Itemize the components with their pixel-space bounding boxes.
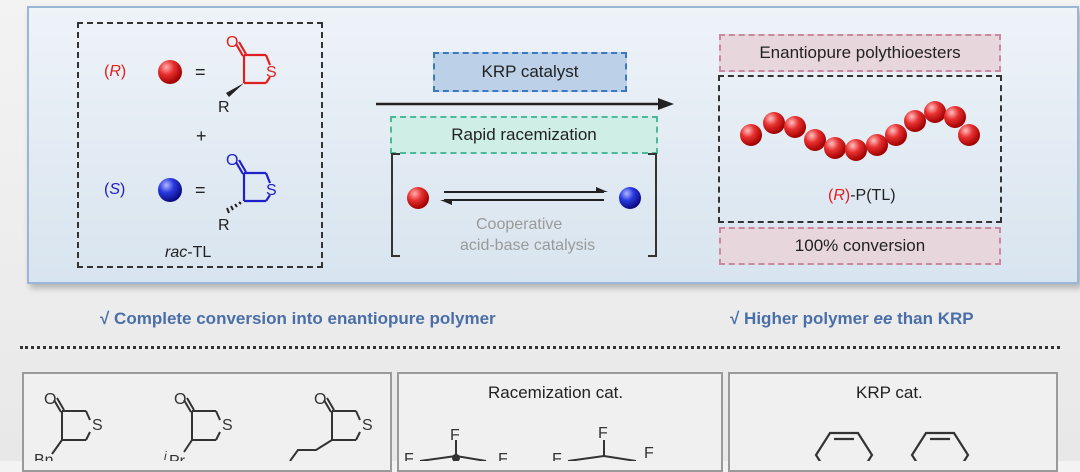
benefit-complete-conversion: √ Complete conversion into enantiopure p… [100,309,496,328]
svg-text:Bn: Bn [34,452,54,461]
red-sphere-icon [158,60,182,84]
reaction-arrow [376,98,674,110]
monomer-chain-structure: O S [289,391,373,461]
svg-text:O: O [174,391,186,408]
svg-text:O: O [314,391,326,408]
svg-text:Pr: Pr [169,453,186,461]
monomer-bn-structure: O S Bn [34,391,103,461]
krp-cat-structure [814,431,970,461]
svg-text:S: S [266,182,277,199]
svg-text:O: O [226,34,238,51]
svg-text:i: i [164,449,167,461]
polymer-box [718,75,1002,223]
svg-text:F: F [404,451,414,461]
polymer-chain-icon [740,101,980,161]
rapid-racemization-tag: Rapid racemization [390,116,658,154]
svg-text:F: F [644,445,654,461]
svg-text:O: O [226,152,238,169]
svg-text:S: S [92,417,103,434]
cooperative-line1: Cooperative [476,216,563,233]
r-thiolactone-structure: O S R [218,34,277,116]
r-enantiomer-label: (R) [104,63,127,80]
polymer-label: (R)-P(TL) [828,187,896,204]
dotted-separator [20,346,1060,349]
rac-tl-label: rac-TL [165,244,212,261]
equilibrium-brackets [391,153,657,257]
svg-text:S: S [222,417,233,434]
svg-text:F: F [598,425,608,442]
blue-sphere-icon [158,178,182,202]
equals-sign-r: = [195,62,206,82]
equals-sign-s: = [195,180,206,200]
red-sphere-equilibrium-icon [407,187,429,209]
svg-text:O: O [44,391,56,408]
monomer-ipr-structure: O S i Pr [164,391,233,461]
plus-sign: + [196,126,207,146]
svg-text:S: S [362,417,373,434]
svg-text:F: F [552,451,562,461]
svg-text:R: R [218,99,230,116]
krp-cat-title: KRP cat. [856,383,923,402]
conversion-tag: 100% conversion [719,227,1001,265]
s-enantiomer-label: (S) [104,181,126,198]
benefit-higher-ee: √ Higher polymer ee than KRP [730,309,974,328]
monomer-box [77,22,323,268]
svg-text:R: R [218,217,230,234]
krp-catalyst-tag: KRP catalyst [433,52,627,92]
racemization-cat-title: Racemization cat. [488,383,624,402]
racemization-cat-structure: F F F F F F [404,425,654,461]
monomer-scope-box [22,372,392,472]
cooperative-line2: acid-base catalysis [460,237,596,254]
s-thiolactone-structure: O S R [218,152,277,234]
svg-text:F: F [450,427,460,444]
svg-text:F: F [498,451,508,461]
svg-text:S: S [266,64,277,81]
blue-sphere-equilibrium-icon [619,187,641,209]
enantiopure-tag: Enantiopure polythioesters [719,34,1001,72]
